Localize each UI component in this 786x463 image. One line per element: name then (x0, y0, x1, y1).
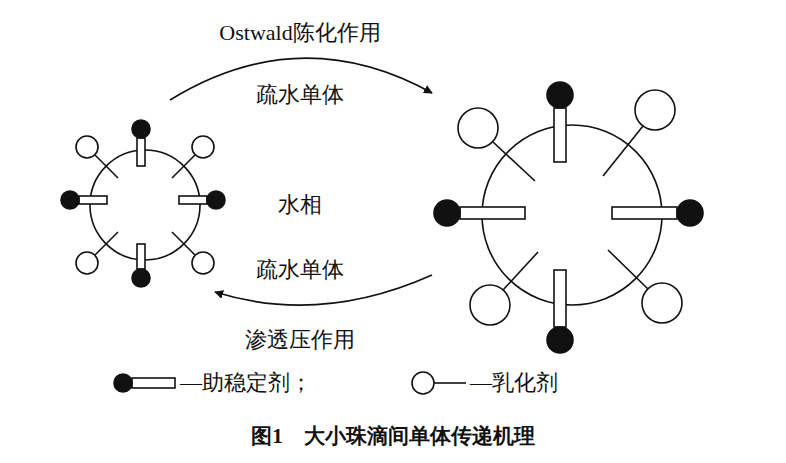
figure-caption: 图1 大小珠滴间单体传递机理 (251, 425, 535, 448)
emulsifier (458, 90, 682, 325)
legend-text: —助稳定剂； (180, 371, 312, 395)
emulsifier (76, 136, 214, 274)
diagram-label: 水相 (278, 193, 322, 217)
co-stabilizer (61, 120, 225, 287)
co-stabilizer (434, 82, 703, 353)
diagram-label: Ostwald陈化作用 (219, 21, 380, 45)
diagram-label: 疏水单体 (256, 258, 344, 282)
diagram-label: 疏水单体 (256, 83, 344, 107)
legend-text: —乳化剂 (470, 371, 558, 395)
diagram-label: 渗透压作用 (245, 328, 355, 352)
